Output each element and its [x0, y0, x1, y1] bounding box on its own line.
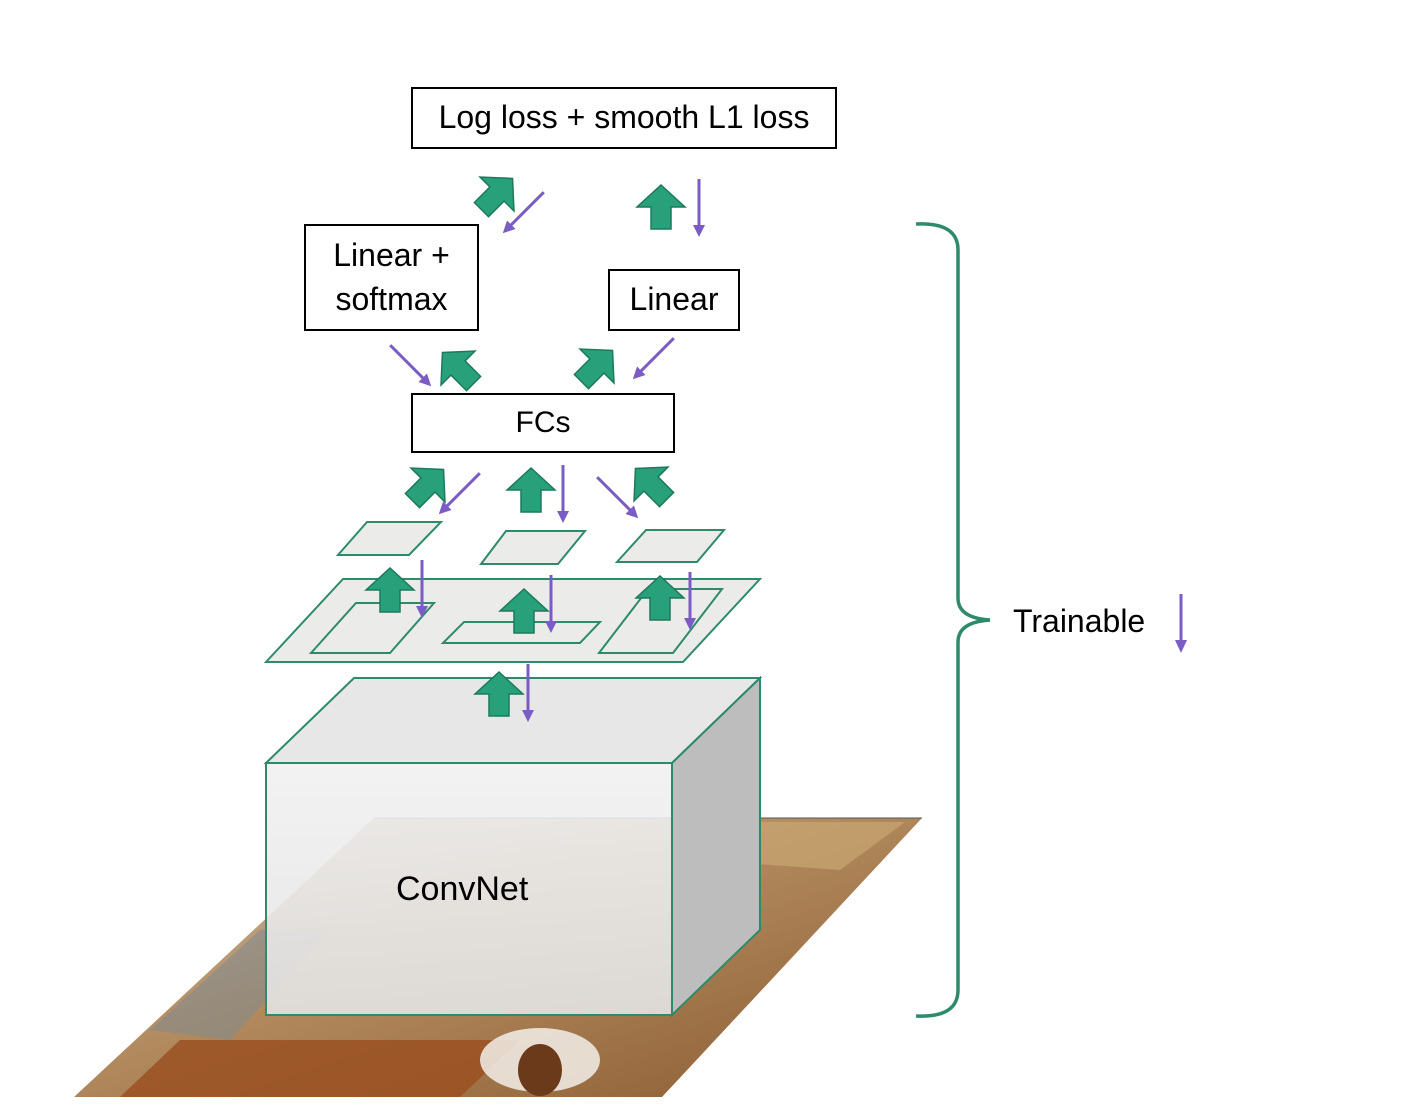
loss-box: Log loss + smooth L1 loss [411, 87, 837, 149]
legend-backward-arrow-icon [1175, 594, 1187, 653]
right-curly-brace-icon [915, 222, 991, 1018]
roi-pooled-features [335, 521, 727, 565]
fcs-box: FCs [411, 393, 675, 453]
loss-label: Log loss + smooth L1 loss [438, 99, 810, 136]
trainable-label: Trainable [1013, 603, 1146, 639]
convnet-block [263, 675, 763, 1018]
convnet-label: ConvNet [396, 870, 529, 908]
fcs-label: FCs [515, 405, 571, 439]
regressor-box: Linear [608, 269, 740, 331]
classifier-label-line2: softmax [335, 280, 448, 317]
classifier-box: Linear + softmax [304, 224, 479, 331]
classifier-label-line1: Linear + [333, 237, 450, 274]
regressor-label: Linear [629, 281, 719, 318]
